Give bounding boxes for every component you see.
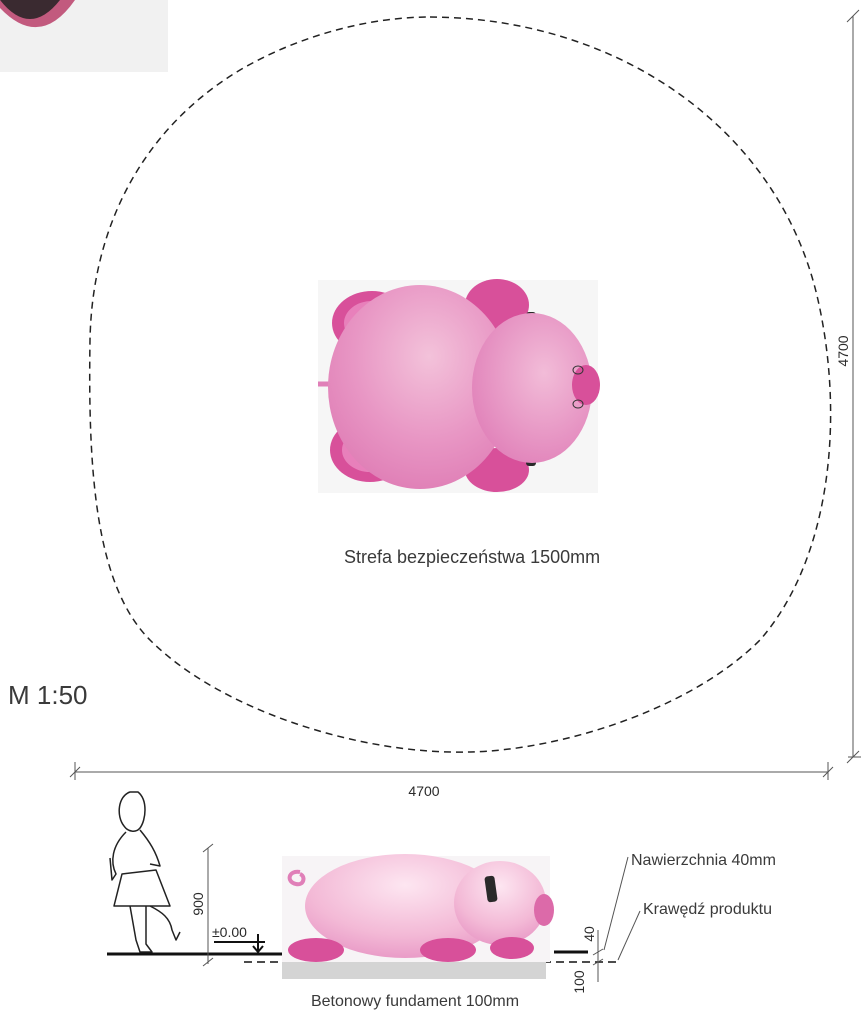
figure-height-dimension (202, 843, 214, 967)
concrete-foundation (282, 962, 546, 979)
vertical-dimension (846, 9, 861, 764)
level-mark: ±0.00 (212, 924, 247, 940)
surface-thickness-value: 40 (581, 926, 597, 942)
level-arrow-icon (214, 934, 265, 954)
horizontal-dimension (69, 762, 834, 780)
plan-height-value: 4700 (835, 335, 851, 366)
pig-side-view-icon (282, 854, 554, 962)
edge-leader (617, 910, 641, 961)
surface-leader (603, 856, 629, 951)
scale-label: M 1:50 (8, 680, 88, 710)
pig-ear-corner-icon (0, 0, 168, 72)
surface-label: Nawierzchnia 40mm (631, 852, 776, 869)
safety-zone-label: Strefa bezpieczeństwa 1500mm (344, 547, 600, 567)
safety-zone-outline (88, 16, 832, 753)
figure-height-value: 900 (190, 892, 206, 916)
pig-top-view-icon (318, 279, 600, 493)
foundation-depth-value: 100 (571, 970, 587, 994)
child-silhouette-icon (109, 791, 181, 953)
plan-width-value: 4700 (408, 783, 439, 799)
surface-dimension (592, 930, 604, 982)
foundation-label: Betonowy fundament 100mm (311, 993, 519, 1010)
edge-label: Krawędź produktu (643, 901, 772, 918)
